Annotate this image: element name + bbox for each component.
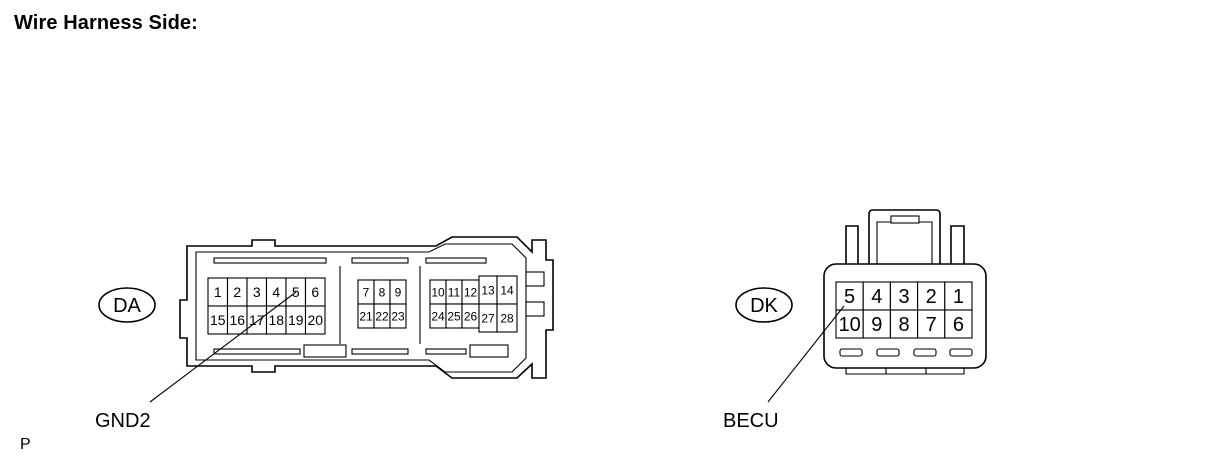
connector-dk-label: BECU (723, 410, 779, 432)
pin-number: 18 (268, 312, 284, 328)
connector-da-id: DA (113, 295, 141, 317)
pin-number: 3 (898, 286, 909, 308)
pin-cavity (862, 309, 891, 339)
connector-dk-outline (823, 263, 987, 369)
dk-bottom-slot (876, 348, 900, 357)
pin-number: 13 (481, 283, 495, 297)
dk-guide-post (845, 225, 859, 264)
pin-number: 28 (500, 311, 514, 325)
connector-dk-lock-inner (876, 221, 933, 264)
pin-number: 23 (391, 309, 405, 323)
dk-bottom-slot (839, 348, 863, 357)
diagram-title: Wire Harness Side: (14, 12, 198, 34)
da-latch-upper (525, 271, 545, 287)
pin-number: 14 (500, 283, 514, 297)
pin-number: 22 (375, 309, 389, 323)
connector-dk-id-bubble (735, 287, 793, 323)
pin-number: 25 (447, 309, 461, 323)
pin-cavity (917, 309, 946, 339)
pin-number: 7 (363, 285, 370, 299)
pin-number: 2 (233, 284, 241, 300)
pin-number: 21 (359, 309, 373, 323)
pin-number: 7 (926, 314, 937, 336)
pin-number: 6 (311, 284, 319, 300)
pin-number: 11 (448, 285, 461, 299)
da-key-block (303, 344, 347, 358)
pin-number: 4 (871, 286, 882, 308)
pin-number: 9 (395, 285, 402, 299)
pin-number: 4 (272, 284, 280, 300)
pin-number: 8 (898, 314, 909, 336)
pin-number: 2 (926, 286, 937, 308)
connector-da-label: GND2 (95, 410, 151, 432)
da-key-block (469, 344, 509, 358)
pin-number: 26 (464, 309, 478, 323)
connector-da-inner (195, 243, 527, 373)
da-key-bar (351, 348, 409, 355)
pin-number: 24 (431, 309, 445, 323)
pin-cavity (389, 303, 407, 329)
gnd2-leader-line (149, 291, 297, 403)
pin-number: 16 (229, 312, 245, 328)
connector-dk-lock (868, 209, 941, 264)
da-latch-lower (525, 301, 545, 317)
pin-number: 3 (253, 284, 261, 300)
connector-da-outline (179, 236, 554, 379)
da-key-bar (351, 257, 409, 264)
pin-number: 10 (431, 285, 445, 299)
pin-cavity (496, 303, 518, 333)
pin-number: 1 (214, 284, 222, 300)
connector-dk-id: DK (750, 295, 778, 317)
pin-number: 15 (210, 312, 226, 328)
pin-cavity (835, 309, 864, 339)
pin-number: 6 (953, 314, 964, 336)
footer-code: P (20, 436, 31, 453)
pin-cavity (944, 281, 973, 311)
pin-cavity (944, 309, 973, 339)
connector-da-id-bubble (98, 287, 156, 323)
pin-number: 8 (379, 285, 386, 299)
da-key-bar (213, 348, 301, 355)
da-key-bar (425, 348, 467, 355)
dk-guide-post (950, 225, 965, 264)
dk-lock-tab (890, 215, 920, 224)
da-key-bar (213, 257, 327, 264)
becu-leader-line (767, 305, 845, 403)
pin-number: 9 (871, 314, 882, 336)
pin-number: 10 (838, 314, 860, 336)
dk-bottom-slot (913, 348, 937, 357)
pin-cavity (304, 305, 326, 335)
pin-number: 20 (307, 312, 323, 328)
pin-number: 5 (844, 286, 855, 308)
da-key-bar (425, 257, 487, 264)
pin-number: 19 (288, 312, 304, 328)
connector-dk-base (845, 368, 965, 375)
pin-number: 27 (481, 311, 495, 325)
dk-bottom-slot (949, 348, 973, 357)
pin-number: 1 (953, 286, 964, 308)
pin-number: 12 (464, 285, 478, 299)
